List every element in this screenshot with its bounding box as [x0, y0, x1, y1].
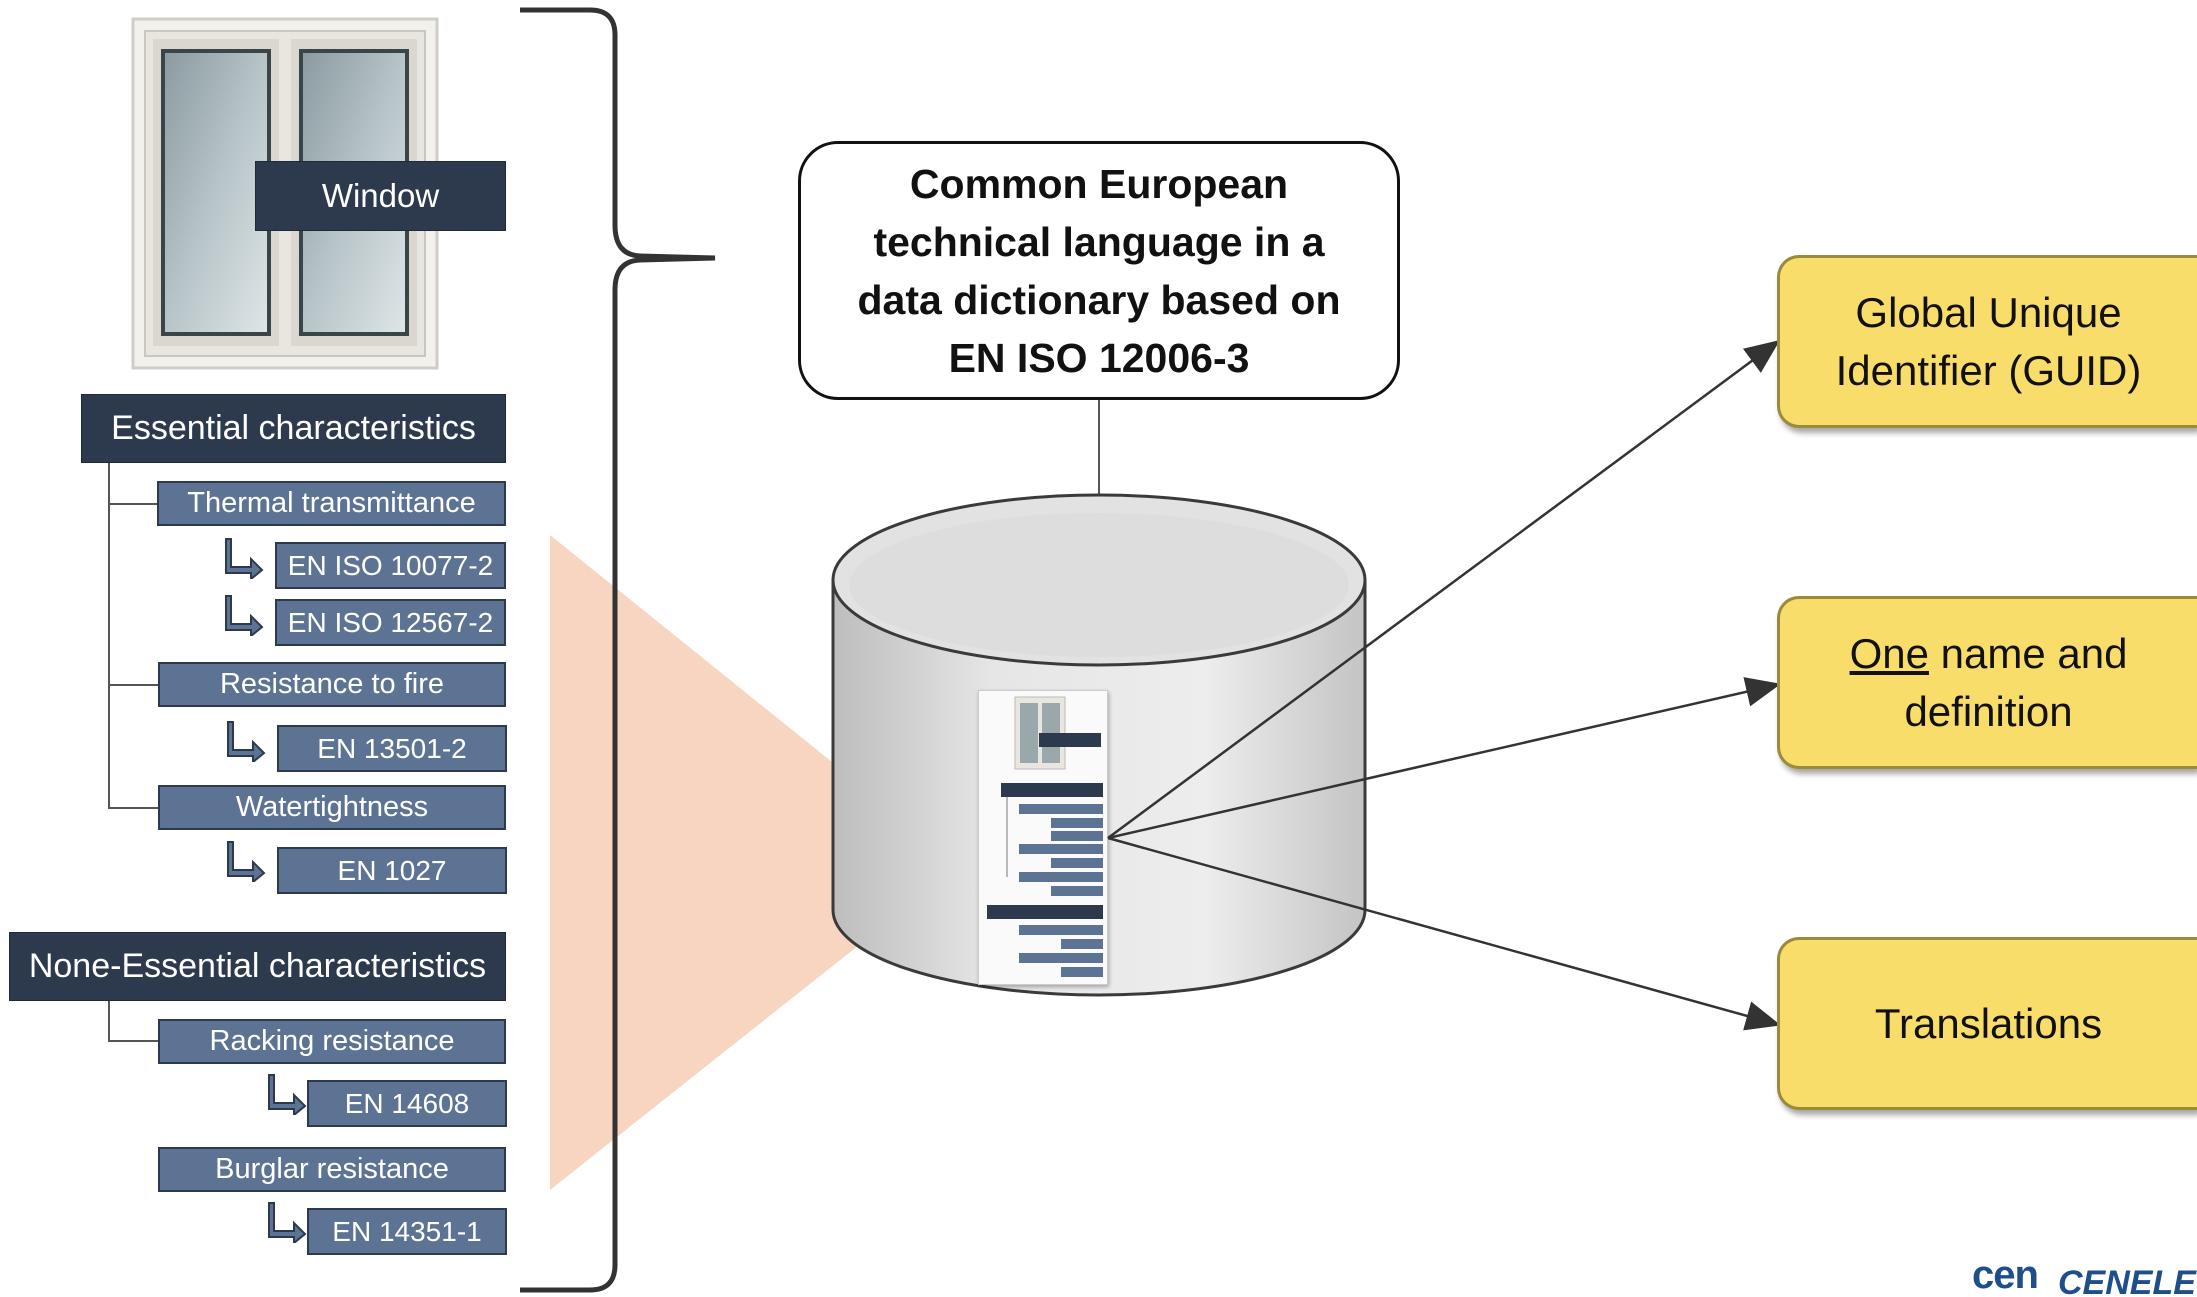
standard-box: EN ISO 10077-2: [275, 542, 506, 589]
tree-line-none-essential: [108, 1001, 110, 1041]
guid-line: Global Unique: [1855, 288, 2122, 336]
standard-box: EN 14351-1: [307, 1208, 507, 1255]
tree-branch: [108, 684, 158, 686]
guid-box: Global Unique Identifier (GUID): [1777, 255, 2197, 428]
standard-box: EN ISO 12567-2: [275, 599, 506, 646]
arrow-to-guid: [1107, 340, 1781, 840]
cen-cenelec-logo: cen CENELEC: [1972, 1253, 2197, 1297]
name-rest: name and: [1928, 629, 2128, 677]
name-line: One name and: [1850, 625, 2128, 683]
name-line: definition: [1904, 687, 2073, 735]
curly-brace: [520, 7, 716, 1293]
sub-arrow-icon: [268, 1201, 308, 1246]
resistance-to-fire-box: Resistance to fire: [158, 662, 506, 707]
sub-arrow-icon: [227, 720, 267, 765]
callout-line: data dictionary based on: [857, 276, 1341, 323]
funnel-triangle: [550, 535, 960, 1190]
sub-arrow-icon: [227, 840, 267, 885]
translations-label: Translations: [1874, 999, 2103, 1047]
sub-arrow-icon: [225, 594, 265, 639]
racking-resistance-box: Racking resistance: [158, 1019, 506, 1064]
essential-header: Essential characteristics: [81, 394, 506, 463]
tree-branch: [108, 1040, 158, 1042]
watertightness-box: Watertightness: [158, 785, 506, 830]
none-essential-header: None-Essential characteristics: [9, 932, 506, 1001]
callout-line: technical language in a: [873, 218, 1325, 265]
standard-box: EN 14608: [307, 1080, 507, 1127]
window-label: Window: [255, 161, 506, 231]
cen-logo-mark: cen: [1972, 1253, 2039, 1297]
mini-document-illustration: [987, 696, 1103, 977]
mini-document-thumbnail: [978, 690, 1108, 985]
sub-arrow-icon: [268, 1073, 308, 1118]
tree-line-essential: [108, 463, 110, 808]
arrow-to-translations: [1107, 836, 1781, 1031]
burglar-resistance-box: Burglar resistance: [158, 1147, 506, 1192]
thermal-transmittance-box: Thermal transmittance: [157, 481, 506, 526]
underlined-one: One: [1849, 629, 1929, 677]
callout-box: Common European technical language in a …: [798, 141, 1400, 400]
sub-arrow-icon: [225, 537, 265, 582]
guid-line: Identifier (GUID): [1835, 346, 2142, 394]
standard-box: EN 1027: [277, 847, 507, 894]
tree-branch: [108, 503, 158, 505]
name-definition-box: One name and definition: [1777, 596, 2197, 769]
callout-line: EN ISO 12006-3: [948, 334, 1250, 381]
tree-branch: [108, 807, 158, 809]
translations-box: Translations: [1777, 937, 2197, 1110]
cenelec-logo-text: CENELEC: [2058, 1264, 2197, 1297]
arrow-to-name: [1107, 677, 1781, 840]
callout-line: Common European: [909, 160, 1289, 207]
standard-box: EN 13501-2: [277, 725, 507, 772]
